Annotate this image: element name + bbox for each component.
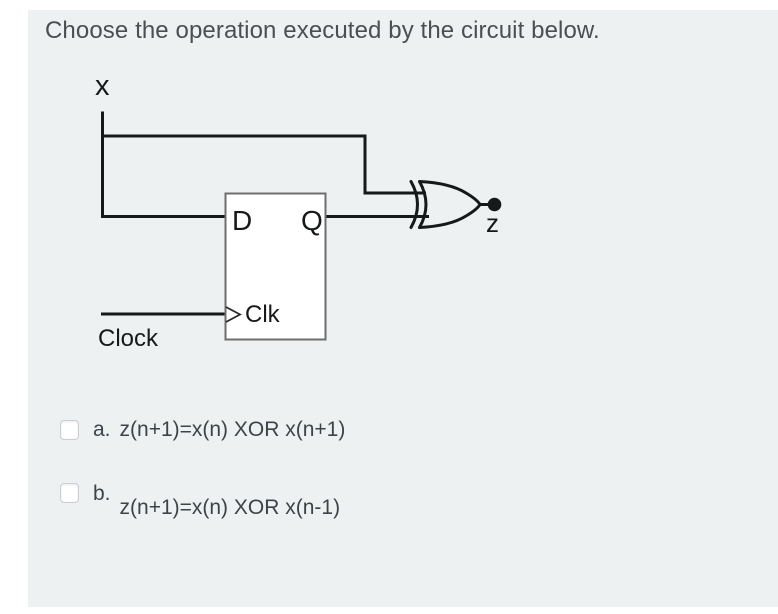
option-a-letter: a. (93, 418, 111, 441)
option-b-letter: b. (93, 482, 111, 505)
option-a-text: z(n+1)=x(n) XOR x(n+1) (119, 418, 346, 441)
answer-option-b: b. z(n+1)=x(n) XOR x(n-1) (60, 483, 340, 519)
option-a-checkbox[interactable] (60, 420, 79, 440)
question-title: Choose the operation executed by the cir… (45, 17, 600, 44)
answer-option-a: a. z(n+1)=x(n) XOR x(n+1) (60, 419, 345, 441)
question-panel (28, 10, 778, 607)
option-b-text: z(n+1)=x(n) XOR x(n-1) (119, 496, 341, 519)
option-b-checkbox[interactable] (60, 483, 79, 503)
